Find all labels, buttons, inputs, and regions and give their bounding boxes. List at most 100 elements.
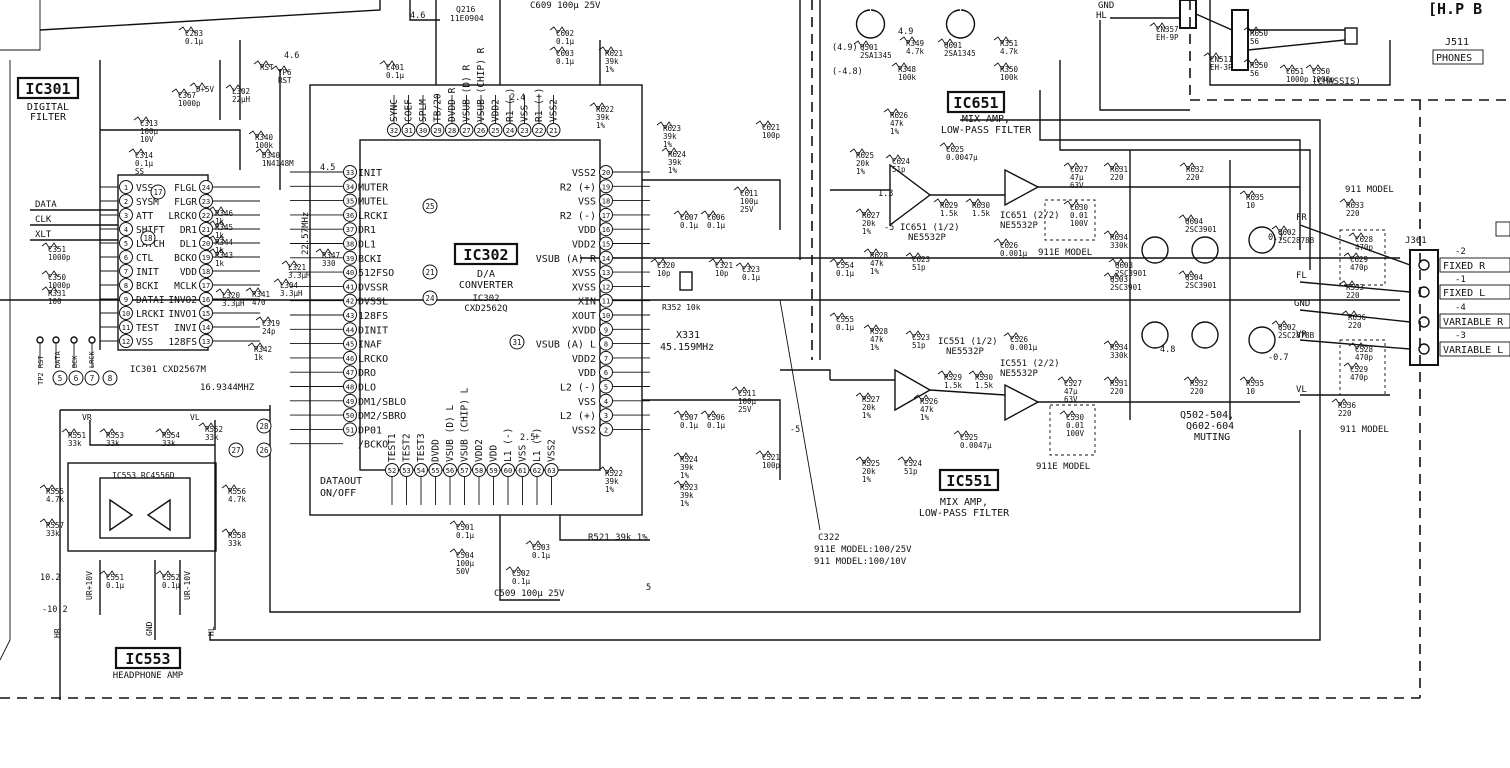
out-vl: VL <box>1296 385 1307 395</box>
xlt-line-label: XLT <box>35 230 52 240</box>
svg-text:C629: C629 <box>1350 255 1368 264</box>
svg-text:L321: L321 <box>288 263 306 272</box>
ic302-left-pin-name: DVSSL <box>358 297 388 308</box>
ic302-top-pin-name: DVDD R <box>447 87 458 122</box>
svg-text:0.1µ: 0.1µ <box>556 57 575 66</box>
svg-text:R630: R630 <box>972 201 991 210</box>
voltage-label: 4.9 <box>898 27 913 37</box>
svg-text:100V: 100V <box>1066 429 1085 438</box>
ic651-signal <box>830 186 1300 196</box>
svg-text:10p: 10p <box>715 269 729 278</box>
circled-ref: 25 <box>422 198 438 214</box>
svg-text:39k: 39k <box>663 132 677 141</box>
ic651-2-label: IC651 (2/2) <box>1000 211 1060 221</box>
ic301-left-pin-number: 12 <box>122 338 130 346</box>
out-vr: VR <box>1296 330 1307 340</box>
svg-text:R558: R558 <box>228 531 247 540</box>
ic302-left-pin-name: DP01 <box>358 425 382 436</box>
q216-label: Q216 <box>456 5 475 14</box>
svg-text:RST: RST <box>260 63 274 72</box>
svg-text:R535: R535 <box>1246 379 1264 388</box>
ic553-label: IC553 <box>125 650 170 668</box>
ic302-left-pin-number: 41 <box>346 283 354 291</box>
svg-text:RST: RST <box>278 76 292 85</box>
svg-text:C524: C524 <box>904 459 923 468</box>
variable-r-label: VARIABLE R <box>1443 317 1504 328</box>
911-model-bottom: 911 MODEL <box>1340 425 1389 435</box>
ic302-left-pin-number: 39 <box>346 255 354 263</box>
circled-ref: 5 <box>52 370 68 386</box>
svg-text:C627: C627 <box>1070 165 1088 174</box>
ic651-1-label: IC651 (1/2) <box>900 223 960 233</box>
svg-text:L304: L304 <box>280 281 299 290</box>
ic302-top-pin-number: 26 <box>477 127 485 135</box>
bus-wire-bottom <box>269 405 1301 613</box>
svg-text:47k: 47k <box>890 119 904 128</box>
svg-text:1000p: 1000p <box>1286 75 1309 84</box>
svg-text:0.1µ: 0.1µ <box>512 577 531 586</box>
ic551-block: IC551 MIX AMP, LOW-PASS FILTER IC551 (1/… <box>779 299 1300 567</box>
svg-text:R350: R350 <box>1000 65 1019 74</box>
svg-text:R340: R340 <box>255 133 274 142</box>
ic302-top-pin-name: COEF <box>404 99 415 122</box>
ic302-bottom-pin-name: L1 (-) <box>503 428 514 462</box>
svg-text:R532: R532 <box>1190 379 1208 388</box>
ic301-right-pin-number: 24 <box>202 184 210 192</box>
svg-text:24: 24 <box>425 294 435 303</box>
j361-label: J361 <box>1405 236 1427 246</box>
ic302-bottom-pin-name: VSUB (D) L <box>445 405 456 462</box>
svg-text:1%: 1% <box>856 167 866 176</box>
svg-text:R623: R623 <box>663 124 681 133</box>
ic302-right-pin: 3L2 (+) <box>560 408 650 423</box>
ic302-left-pin-name: LRCKI <box>358 211 388 222</box>
ic553-part: IC553 RC4556D <box>112 471 175 480</box>
test-point-label: TP5 LRCK <box>88 350 96 385</box>
ic301-right-pin-number: 20 <box>202 240 210 248</box>
svg-text:R631: R631 <box>1110 165 1128 174</box>
svg-text:R530: R530 <box>975 373 994 382</box>
ic302-right-pin-name: L2 (+) <box>560 411 596 422</box>
svg-text:47µ: 47µ <box>1064 387 1078 396</box>
svg-text:39k: 39k <box>605 477 619 486</box>
svg-text:47k: 47k <box>870 335 884 344</box>
svg-text:47µ: 47µ <box>1070 173 1084 182</box>
l-box-edge <box>1495 221 1510 237</box>
opamp-ic651-2 <box>1004 168 1040 207</box>
ic302-top-pin-name: SYNC <box>389 99 400 122</box>
svg-text:1000p: 1000p <box>48 281 71 290</box>
svg-text:220: 220 <box>1348 321 1362 330</box>
ic302-right-pin-number: 18 <box>602 198 610 206</box>
ic301-right-pin-number: 13 <box>202 338 210 346</box>
svg-text:25: 25 <box>425 202 434 211</box>
svg-text:R347: R347 <box>322 251 340 260</box>
svg-text:1k: 1k <box>215 217 225 226</box>
ic302-left-pin-number: 47 <box>346 369 354 377</box>
ic553-vl: VL <box>190 413 200 422</box>
svg-text:7: 7 <box>90 374 95 383</box>
ic301-left-pin-number: 6 <box>124 254 128 262</box>
ic302-right-pin-name: VSUB (A) R <box>536 254 597 265</box>
svg-text:C351: C351 <box>48 245 66 254</box>
ic302-top-pin-number: 25 <box>491 127 499 135</box>
ic302-left-pin-number: 48 <box>346 384 354 392</box>
svg-text:Q504: Q504 <box>1185 273 1204 282</box>
svg-text:R342: R342 <box>254 345 272 354</box>
